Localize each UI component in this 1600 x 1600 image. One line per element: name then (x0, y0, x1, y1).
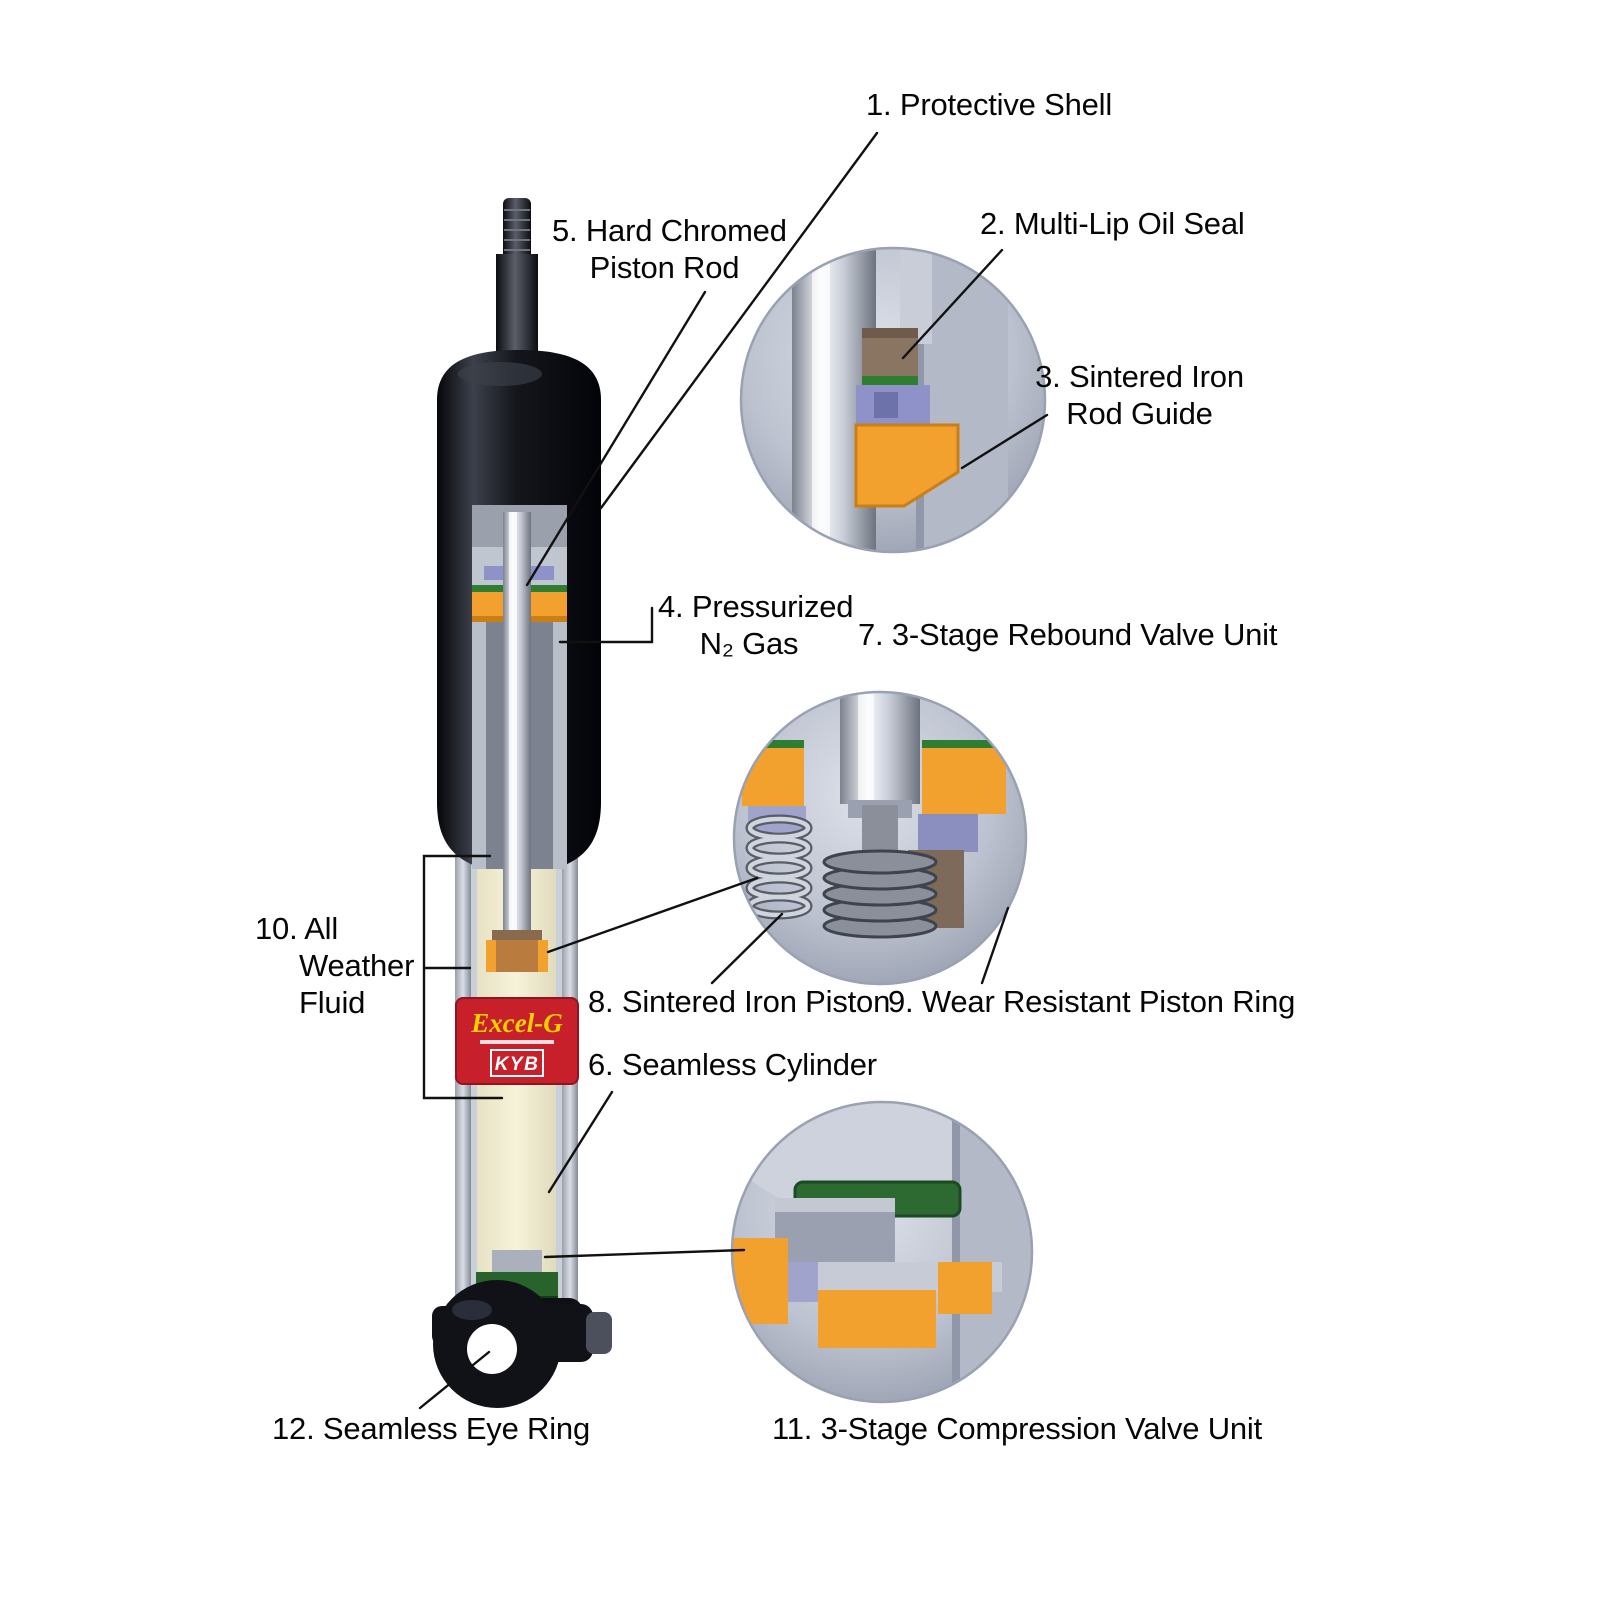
label-line: 3. Sintered Iron (1035, 359, 1244, 394)
label-oil-seal: 2. Multi-Lip Oil Seal (980, 205, 1245, 242)
shock-absorber-illustration: Excel-G KYB (432, 198, 612, 1408)
leader-compression-valve (543, 1248, 746, 1259)
label-line: Piston Rod (589, 250, 740, 285)
eye-ring-assembly (432, 1280, 612, 1408)
label-text: 9. Wear Resistant Piston Ring (888, 984, 1296, 1019)
inset-rebound-valve (732, 690, 1028, 986)
label-rod-guide: 3. Sintered Iron Rod Guide (1032, 358, 1247, 432)
label-line: Rod Guide (1066, 396, 1213, 431)
label-rebound-valve: 7. 3-Stage Rebound Valve Unit (858, 616, 1277, 653)
label-text: 8. Sintered Iron Piston (588, 984, 891, 1019)
badge-logo-text: KYB (495, 1054, 540, 1075)
badge-brand-text: Excel-G (470, 1008, 563, 1038)
label-line: Fluid (299, 985, 366, 1020)
inset-rod-guide (739, 246, 1047, 554)
leader-seamless-cylinder (547, 1090, 614, 1194)
leader-sintered-piston (710, 912, 784, 985)
leader-piston-ring (980, 906, 1010, 985)
label-compression-valve: 11. 3-Stage Compression Valve Unit (772, 1410, 1262, 1447)
label-seamless-cylinder: 6. Seamless Cylinder (588, 1046, 877, 1083)
label-eye-ring: 12. Seamless Eye Ring (272, 1410, 590, 1447)
inset-compression-valve (730, 1100, 1034, 1404)
label-line: 10. All (255, 911, 339, 946)
badge-fine-print-decor (480, 1040, 554, 1044)
leader-oil-seal (901, 248, 1004, 360)
label-sintered-piston: 8. Sintered Iron Piston (588, 983, 890, 1020)
badge-logo-box (490, 1049, 544, 1077)
label-text: 12. Seamless Eye Ring (272, 1411, 591, 1446)
label-n2-gas: 4. Pressurized N₂ Gas (658, 588, 854, 662)
shell-top-highlight (458, 362, 542, 386)
label-text: 11. 3-Stage Compression Valve Unit (772, 1411, 1263, 1446)
kyb-badge: Excel-G KYB (455, 997, 579, 1085)
label-text: 1. Protective Shell (866, 87, 1113, 122)
piston-assembly (486, 930, 548, 972)
valve-disc-stack (822, 849, 938, 939)
eye-ring-hole (467, 1324, 517, 1374)
threaded-stud (503, 198, 531, 260)
leader-protective-shell (599, 131, 879, 510)
label-protective-shell: 1. Protective Shell (866, 86, 1112, 123)
label-text: 7. 3-Stage Rebound Valve Unit (858, 617, 1278, 652)
rebound-spring (745, 814, 813, 920)
leader-eye-ring (418, 1350, 491, 1410)
fluid-bracket (422, 854, 504, 1100)
label-line: 5. Hard Chromed (552, 213, 787, 248)
label-line: Weather (299, 948, 415, 983)
leader-piston-to-inset (546, 876, 759, 954)
leader-n2-gas (558, 606, 654, 644)
label-text: 6. Seamless Cylinder (588, 1047, 877, 1082)
leader-piston-rod (525, 290, 707, 587)
label-line: 4. Pressurized (658, 589, 854, 624)
piston-rod-upper (496, 254, 538, 364)
label-line: N₂ Gas (699, 626, 799, 661)
label-piston-rod: 5. Hard Chromed Piston Rod (552, 212, 787, 286)
leader-rod-guide (960, 413, 1049, 470)
leader-lines (418, 131, 1049, 1410)
label-text: 2. Multi-Lip Oil Seal (980, 206, 1245, 241)
piston-rod-inner (503, 512, 531, 942)
label-piston-ring: 9. Wear Resistant Piston Ring (888, 983, 1295, 1020)
label-all-weather-fluid: 10. All Weather Fluid (255, 910, 414, 1021)
